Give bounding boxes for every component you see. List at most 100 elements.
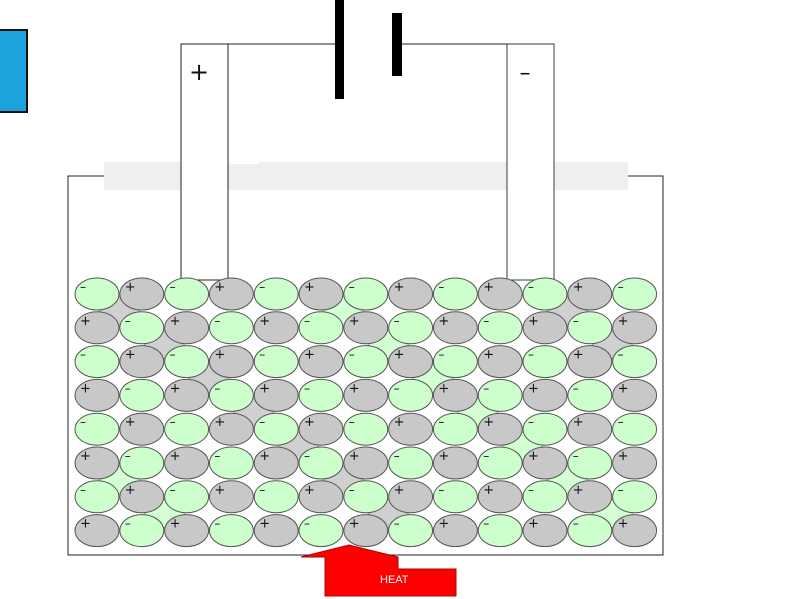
positive-ion: + [477, 480, 523, 514]
positive-ion: + [74, 311, 120, 345]
anode-electrode [180, 43, 229, 281]
negative-sign: – [438, 483, 444, 497]
negative-sign: – [394, 314, 400, 328]
negative-ion: – [388, 446, 434, 480]
positive-sign: + [483, 415, 494, 430]
negative-ion: – [253, 412, 299, 446]
negative-sign: – [259, 280, 265, 294]
negative-sign: – [170, 348, 176, 362]
heat-arrow [300, 544, 457, 597]
negative-sign: – [214, 517, 220, 531]
positive-sign: + [125, 415, 136, 430]
negative-sign: – [618, 483, 624, 497]
negative-ion-body [567, 446, 613, 480]
negative-ion-body [298, 514, 344, 548]
negative-ion: – [208, 446, 254, 480]
positive-sign: + [80, 449, 91, 464]
positive-sign: + [618, 449, 629, 464]
positive-ion: + [388, 412, 434, 446]
negative-sign: – [80, 483, 86, 497]
positive-sign: + [259, 314, 270, 329]
positive-ion-body [477, 345, 523, 379]
negative-sign: – [349, 483, 355, 497]
negative-ion-body [208, 311, 254, 345]
negative-ion-body [253, 277, 299, 311]
negative-ion-body [522, 277, 568, 311]
positive-ion-body [567, 412, 613, 446]
positive-terminal-label: + [189, 58, 209, 86]
positive-ion-body [567, 345, 613, 379]
positive-sign: + [573, 483, 584, 498]
negative-sign: – [528, 280, 534, 294]
negative-ion-body [164, 277, 210, 311]
negative-ion: – [208, 514, 254, 548]
positive-ion-body [612, 514, 658, 548]
negative-ion-body [612, 412, 658, 446]
negative-ion-body [567, 514, 613, 548]
negative-ion: – [253, 277, 299, 311]
positive-ion: + [343, 514, 389, 548]
positive-ion: + [119, 480, 165, 514]
positive-ion-body [343, 446, 389, 480]
positive-ion-body [208, 345, 254, 379]
battery-long-plate [335, 0, 344, 99]
positive-sign: + [304, 415, 315, 430]
negative-ion-body [119, 378, 165, 412]
positive-ion-body [343, 311, 389, 345]
negative-ion: – [432, 412, 478, 446]
negative-ion-body [612, 277, 658, 311]
positive-ion: + [477, 345, 523, 379]
positive-sign: + [394, 280, 405, 295]
positive-sign: + [259, 517, 270, 532]
positive-sign: + [528, 517, 539, 532]
positive-ion-body [298, 412, 344, 446]
positive-ion: + [343, 378, 389, 412]
positive-sign: + [528, 314, 539, 329]
positive-sign: + [483, 483, 494, 498]
negative-sign: – [214, 449, 220, 463]
positive-ion: + [119, 345, 165, 379]
negative-ion-body [208, 378, 254, 412]
positive-ion-body [522, 514, 568, 548]
positive-sign: + [394, 415, 405, 430]
positive-ion-body [477, 277, 523, 311]
negative-ion-body [208, 446, 254, 480]
positive-ion: + [253, 378, 299, 412]
negative-sign: – [618, 348, 624, 362]
negative-ion-body [343, 277, 389, 311]
negative-sign: – [618, 415, 624, 429]
negative-ion: – [298, 378, 344, 412]
positive-ion-body [343, 378, 389, 412]
battery-short-plate [392, 13, 402, 76]
negative-ion: – [477, 311, 523, 345]
positive-ion-body [74, 514, 120, 548]
positive-ion-body [567, 277, 613, 311]
positive-ion-body [388, 345, 434, 379]
lid-band-gap [229, 162, 259, 164]
positive-ion-body [164, 311, 210, 345]
positive-ion-body [164, 514, 210, 548]
negative-ion-body [343, 480, 389, 514]
positive-ion-body [74, 446, 120, 480]
negative-ion-body [74, 480, 120, 514]
positive-ion-body [612, 446, 658, 480]
positive-ion-body [522, 378, 568, 412]
positive-sign: + [170, 517, 181, 532]
negative-ion: – [612, 480, 658, 514]
negative-ion: – [343, 277, 389, 311]
negative-ion: – [432, 480, 478, 514]
positive-ion-body [298, 277, 344, 311]
negative-ion: – [432, 345, 478, 379]
positive-sign: + [80, 381, 91, 396]
positive-ion: + [567, 345, 613, 379]
positive-ion-body [522, 311, 568, 345]
negative-ion-body [432, 345, 478, 379]
positive-sign: + [438, 381, 449, 396]
cathode-electrode [506, 43, 555, 281]
negative-sign: – [349, 348, 355, 362]
positive-sign: + [259, 381, 270, 396]
positive-ion: + [522, 446, 568, 480]
positive-sign: + [438, 314, 449, 329]
positive-ion: + [298, 480, 344, 514]
positive-ion: + [253, 311, 299, 345]
